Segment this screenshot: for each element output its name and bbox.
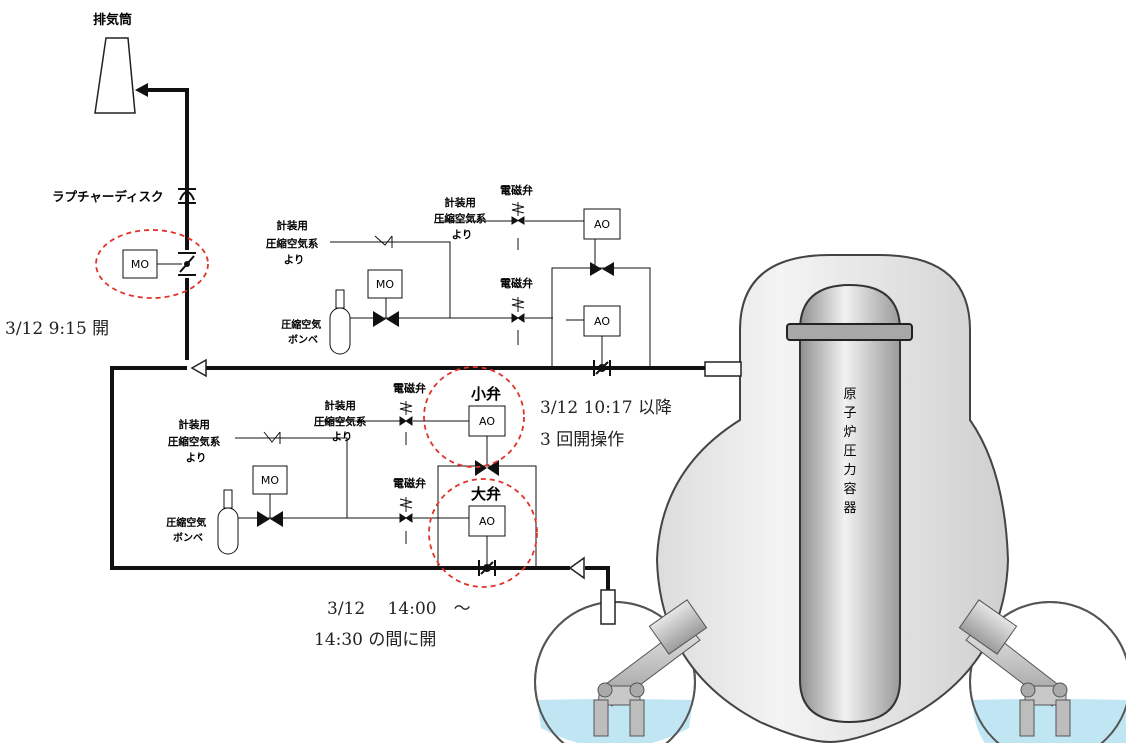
annotation-large-valve: 3/12 14:00 ～ 14:30 の間に開 (314, 599, 476, 650)
annotation-small-valve: 3/12 10:17 以降 3 回開操作 (540, 398, 677, 450)
downcomer-left (593, 599, 708, 737)
stack-arrow (135, 83, 148, 97)
stack (94, 37, 136, 114)
rpv-label-char: 力 (843, 463, 856, 478)
annotation-mo-open: 3/12 9:15 開 (5, 319, 109, 339)
rupture-disk-symbol (178, 188, 196, 204)
vent-mo-valve (122, 249, 198, 279)
rpv-label-char: 炉 (843, 425, 856, 440)
solenoid-upper-1 (511, 202, 525, 225)
rupture-disk-label: ラプチャーディスク (52, 189, 164, 204)
highlight-large-valve (428, 478, 538, 588)
instrument-air-lower-label-2: 計装用 圧縮空気系 より (314, 399, 370, 443)
ao-small-label: AO (479, 415, 495, 428)
solenoid-upper-2 (511, 297, 525, 323)
instrument-air-lower-label: 計装用 圧縮空気系 より (168, 418, 224, 464)
rpv-label-char: 容 (843, 481, 856, 497)
solenoid-lower-2-label: 電磁弁 (393, 476, 426, 490)
highlight-small-valve (423, 366, 525, 468)
reducer-upper (190, 358, 207, 378)
torus-connection (600, 589, 616, 625)
valve-large-main (478, 560, 496, 576)
stack-label: 排気筒 (93, 12, 132, 28)
rpv-label-char: 圧 (843, 444, 856, 459)
mo-lower-label: MO (261, 474, 279, 487)
rpv-label-char: 子 (843, 406, 856, 421)
mo-upper-label: MO (376, 278, 394, 291)
mo-valve-lower (257, 511, 283, 527)
valve-upper-bowtie (590, 262, 614, 276)
main-vent-piping (110, 88, 705, 590)
solenoid-upper-1-label: 電磁弁 (500, 183, 533, 197)
mo-box-lower (252, 465, 288, 495)
valve-small-bowtie (475, 460, 499, 476)
instrument-air-upper-label-2: 計装用 圧縮空気系 より (434, 196, 490, 241)
ao-box-upper-1 (583, 208, 621, 240)
mo-valve-upper (373, 311, 399, 327)
air-cylinder-upper (329, 307, 351, 355)
solenoid-lower-1 (399, 401, 413, 426)
cylinder-upper-label: 圧縮空気 ボンベ (281, 318, 324, 346)
ao-large-label: AO (479, 515, 495, 528)
vent-nozzle (704, 361, 742, 377)
vessel-flange (786, 323, 913, 341)
mo-box-upper (367, 269, 403, 299)
pressure-vessel (799, 283, 901, 724)
ao-box-small (468, 405, 506, 437)
valve-upper-main (593, 360, 611, 376)
vent-mo-label: MO (131, 258, 149, 271)
air-cylinder-lower (217, 507, 239, 555)
reactor-containment: 原子炉圧力容器 (534, 254, 1126, 743)
rpv-label: 原子炉圧力容器 (843, 387, 856, 516)
small-valve-title: 小弁 (471, 385, 501, 403)
highlight-vent-mo (95, 229, 209, 299)
rpv-label-char: 器 (843, 501, 856, 516)
ao-upper-2-label: AO (594, 315, 610, 328)
ao-box-upper-2 (583, 305, 621, 337)
ao-upper-1-label: AO (594, 218, 610, 231)
downcomer-right (958, 599, 1071, 737)
upper-train (330, 220, 651, 368)
rpv-label-char: 原 (843, 387, 856, 402)
instrument-air-upper-label: 計装用 圧縮空気系 より (266, 219, 322, 266)
solenoid-lower-2 (399, 497, 413, 523)
solenoid-lower-1-label: 電磁弁 (393, 381, 426, 395)
cylinder-lower-label: 圧縮空気 ボンベ (166, 516, 209, 544)
reducer-lower (568, 556, 585, 580)
large-valve-title: 大弁 (471, 485, 501, 503)
solenoid-upper-2-label: 電磁弁 (500, 276, 533, 290)
ao-box-large (468, 505, 506, 537)
